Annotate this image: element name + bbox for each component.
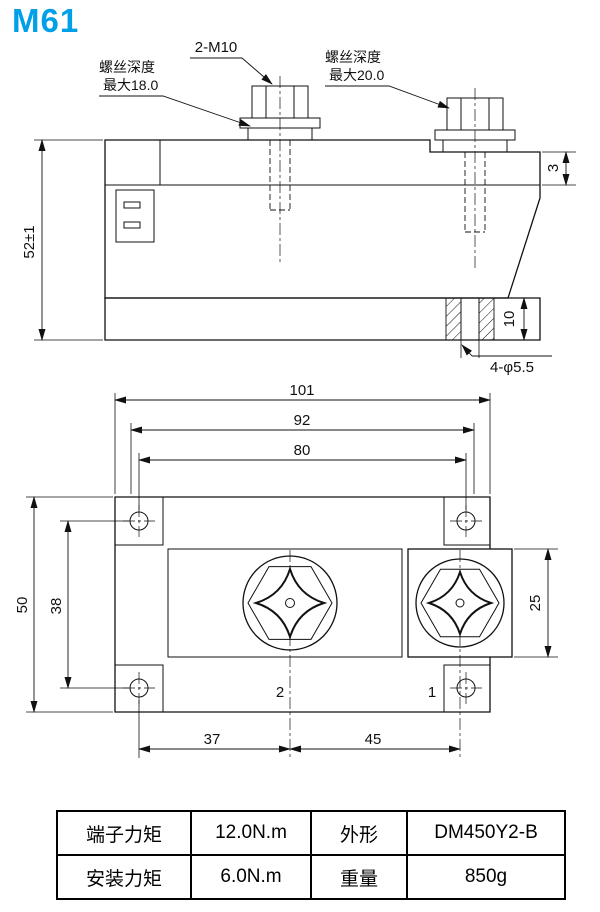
spec-value-mounting-torque: 6.0N.m <box>190 854 312 900</box>
section-hatch-left <box>445 297 462 341</box>
mounting-holes-callout: 4-φ5.5 <box>461 344 552 376</box>
dim-extension-lines <box>542 151 576 186</box>
dim-value: 80 <box>294 442 311 459</box>
terminal-2-hex <box>247 566 333 640</box>
callout-leader <box>461 344 473 357</box>
screw-depth-callout-right: 螺丝深度 最大20.0 <box>325 49 450 109</box>
bolt-centerlines <box>279 76 476 268</box>
callout-text-line2: 最大20.0 <box>329 67 384 83</box>
dim-terminal-block-height: 25 <box>514 548 558 658</box>
technical-drawing: 52±1 3 10 4-φ5.5 2-M10 螺丝深度 最大18.0 <box>14 39 576 758</box>
callout-text-line1: 螺丝深度 <box>325 49 381 65</box>
terminal-1-cross <box>425 568 495 638</box>
terminal-2-label: 2 <box>276 684 284 701</box>
dim-value: 45 <box>365 731 382 748</box>
callout-leader <box>190 57 273 85</box>
screw-depth-callout-left: 螺丝深度 最大18.0 <box>99 59 251 127</box>
top-view-outline <box>114 496 491 713</box>
right-bolt <box>434 97 516 153</box>
spec-value-terminal-torque: 12.0N.m <box>190 810 312 856</box>
terminal-centerlines <box>289 550 461 758</box>
dim-hole-spacing-x: 80 <box>138 442 467 510</box>
mounting-holes <box>123 505 482 704</box>
dim-extension-lines <box>138 453 467 510</box>
terminal-1-center <box>455 598 465 608</box>
hole-centerlines <box>123 505 482 704</box>
dim-value: 38 <box>48 598 65 615</box>
dim-value: 52±1 <box>21 225 38 258</box>
model-title: M61 <box>12 2 80 39</box>
spec-row-torque: 端子力矩 12.0N.m 外形 DM450Y2-B <box>56 810 566 856</box>
spec-row-mounting: 安装力矩 6.0N.m 重量 850g <box>56 854 566 900</box>
dim-value: 3 <box>545 164 562 172</box>
dim-extension-lines <box>34 139 103 341</box>
thread-hidden-lines <box>269 140 486 233</box>
corner-pads <box>114 496 491 713</box>
dim-value: 50 <box>14 597 31 614</box>
spec-label-mounting-torque: 安装力矩 <box>56 854 192 900</box>
dim-overall-height: 52±1 <box>21 139 103 341</box>
dim-value: 37 <box>204 731 221 748</box>
dim-value: 101 <box>289 382 314 399</box>
dim-value: 10 <box>501 311 518 328</box>
dim-value: 92 <box>294 412 311 429</box>
terminal-1-label: 1 <box>428 684 436 701</box>
terminal-1-hex <box>420 568 500 638</box>
bolt-callout: 2-M10 <box>190 39 273 85</box>
callout-text: 2-M10 <box>195 39 238 56</box>
terminal-1 <box>415 558 505 648</box>
mounting-hole-walls <box>460 297 480 341</box>
callout-text-line1: 螺丝深度 <box>99 59 155 75</box>
dim-top-step: 3 <box>542 151 576 186</box>
callout-text-line2: 最大18.0 <box>103 77 158 93</box>
dim-value: 25 <box>527 595 544 612</box>
terminal-2 <box>242 555 338 651</box>
terminal-1-circle <box>415 558 505 648</box>
top-view: 2 1 101 92 80 50 38 <box>14 382 558 758</box>
spec-label-weight: 重量 <box>310 854 408 900</box>
left-bolt <box>239 85 321 141</box>
mounting-hole-extension <box>460 340 480 358</box>
dim-extension-lines <box>130 423 475 494</box>
spec-value-outline: DM450Y2-B <box>406 810 566 856</box>
side-view: 52±1 3 10 4-φ5.5 2-M10 螺丝深度 最大18.0 <box>21 39 576 376</box>
terminal-2-circle <box>242 555 338 651</box>
body-internal-lines <box>104 139 541 186</box>
dim-body-width: 92 <box>130 412 475 494</box>
dim-extension-lines <box>114 393 491 494</box>
callout-leader <box>99 95 251 127</box>
terminal-2-center <box>285 598 295 608</box>
dim-terminal-spacing: 45 <box>289 731 461 753</box>
callout-text: 4-φ5.5 <box>490 359 534 376</box>
dim-hole-to-terminal: 37 <box>138 731 291 753</box>
module-baseplate <box>104 297 541 341</box>
spec-table: 端子力矩 12.0N.m 外形 DM450Y2-B 安装力矩 6.0N.m 重量… <box>56 810 566 900</box>
spec-label-terminal-torque: 端子力矩 <box>56 810 192 856</box>
callout-leader <box>325 85 450 109</box>
section-hatch-right <box>478 297 495 341</box>
spec-value-weight: 850g <box>406 854 566 900</box>
dim-body-height: 50 <box>14 496 113 713</box>
dim-extension-lines <box>26 496 113 713</box>
connector-block <box>115 189 155 243</box>
dim-overall-width: 101 <box>114 382 491 494</box>
terminal-plate <box>167 548 403 658</box>
spec-label-outline: 外形 <box>310 810 408 856</box>
dim-extension-lines <box>60 520 129 689</box>
dim-base-thickness: 10 <box>501 297 528 341</box>
terminal-2-cross <box>252 565 328 641</box>
dim-hole-spacing-y: 38 <box>48 520 129 689</box>
